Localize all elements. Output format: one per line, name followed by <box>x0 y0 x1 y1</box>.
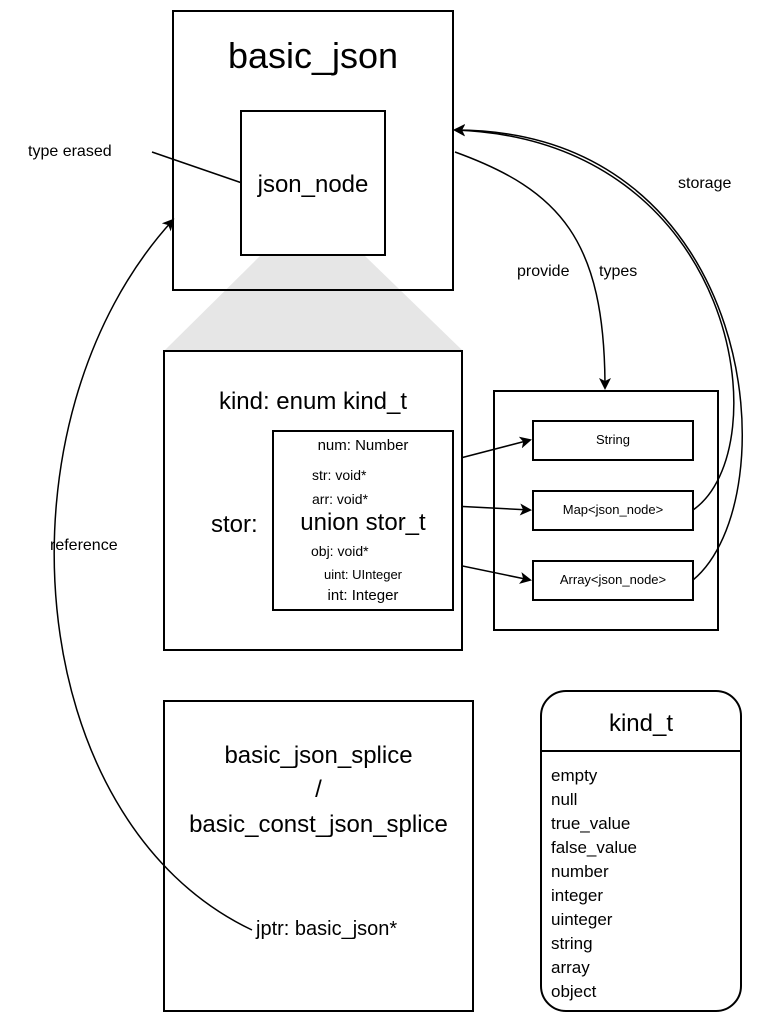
provide-label: provide <box>517 263 570 280</box>
kind-t-value: string <box>551 934 593 953</box>
storage-arrow-map <box>453 124 735 511</box>
stor-field-prefix: stor: <box>211 511 258 538</box>
kind-field: kind: enum kind_t <box>218 388 408 415</box>
kind-t-value: true_value <box>551 814 631 833</box>
json-node-box <box>240 110 386 256</box>
map-type-box <box>532 490 694 531</box>
storage-label: storage <box>678 175 732 192</box>
kind-t-value: empty <box>551 766 598 785</box>
kind-t-value: object <box>551 982 597 1001</box>
kind-t-value: false_value <box>551 838 638 857</box>
array-type-box <box>532 560 694 601</box>
jptr-field: jptr: basic_json* <box>256 918 398 940</box>
map-type-label: Map<json_node> <box>562 502 664 517</box>
splice-title-separator: / <box>315 776 322 803</box>
storage-arrow-array <box>453 124 743 581</box>
kind-t-enum-box <box>540 690 742 1012</box>
splice-box <box>163 700 474 1012</box>
member-str: str: void* <box>312 467 367 483</box>
splice-title-line1: basic_json_splice <box>224 742 413 769</box>
basic-json-box <box>172 10 454 291</box>
kind-t-value: integer <box>551 886 603 905</box>
type-erased-leader <box>151 151 243 184</box>
kind-t-value: uinteger <box>551 910 613 929</box>
kind-t-title: kind_t <box>608 710 674 737</box>
member-num: num: Number <box>317 437 409 454</box>
member-int: int: Integer <box>327 587 399 604</box>
array-type-label: Array<json_node> <box>559 572 667 587</box>
member-obj: obj: void* <box>311 543 369 559</box>
splice-title-line2: basic_const_json_splice <box>189 811 448 838</box>
string-type-box <box>532 420 694 461</box>
kind-t-value: number <box>551 862 609 881</box>
types-container-box <box>493 390 719 631</box>
member-arr: arr: void* <box>312 491 369 507</box>
type-erased-label: type erased <box>28 143 112 160</box>
kind-t-value: null <box>551 790 578 809</box>
provide-types-arrow <box>454 151 611 390</box>
reference-label: reference <box>50 537 118 554</box>
member-uint: uint: UInteger <box>323 567 403 582</box>
zoom-trapezoid <box>165 256 462 350</box>
types-label: types <box>599 263 638 280</box>
string-type-label: String <box>596 432 630 447</box>
json-node-label: json_node <box>257 171 369 198</box>
basic-json-title: basic_json <box>227 35 399 76</box>
union-stor-type: union stor_t <box>300 509 426 536</box>
union-stor-box <box>272 430 454 611</box>
kind-t-value: array <box>551 958 590 977</box>
kind-t-divider <box>541 750 741 752</box>
